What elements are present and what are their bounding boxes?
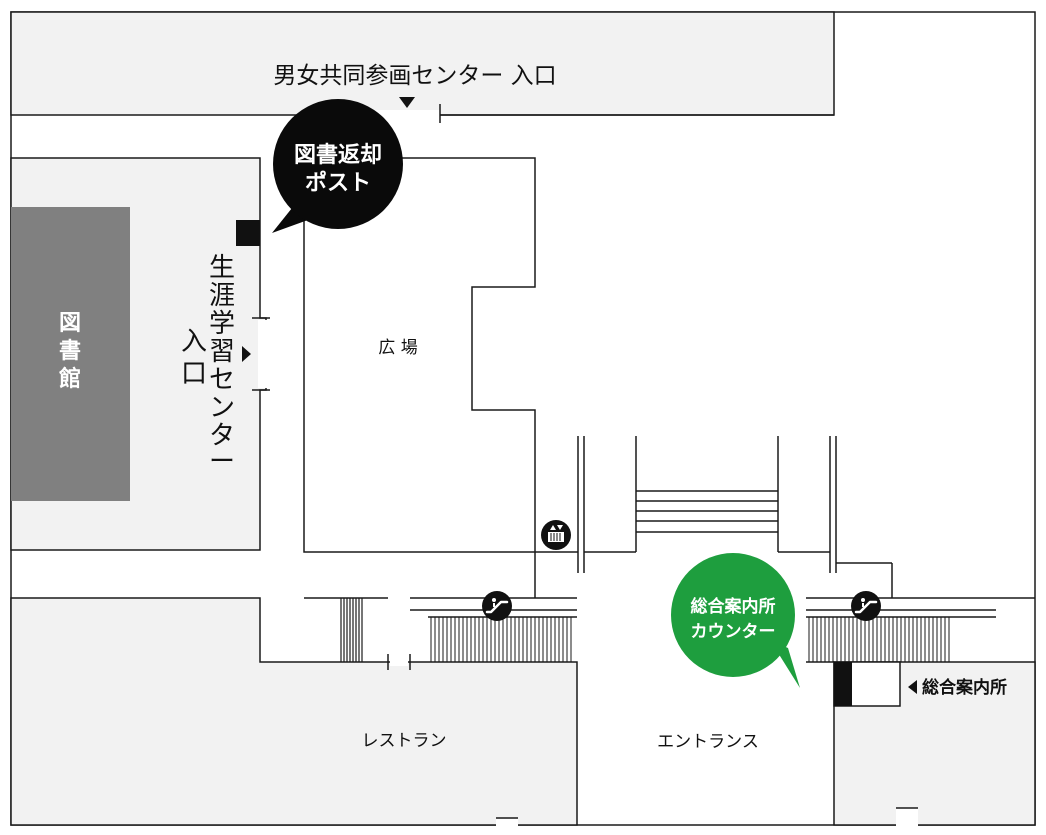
gender-center-building xyxy=(10,11,835,116)
escalator-icon-right xyxy=(851,591,881,621)
plaza-area xyxy=(303,157,536,553)
svg-text:習: 習 xyxy=(209,337,235,367)
svg-text:ポスト: ポスト xyxy=(305,170,371,196)
svg-text:口: 口 xyxy=(181,359,207,389)
plaza-label: 広 場 xyxy=(378,338,417,358)
info-counter-bubble: 総合案内所 カウンター xyxy=(671,553,800,688)
svg-text:タ: タ xyxy=(209,421,235,451)
svg-text:学: 学 xyxy=(209,309,235,339)
library-label-2: 書 xyxy=(59,338,81,364)
svg-text:カウンター: カウンター xyxy=(691,622,776,642)
svg-text:涯: 涯 xyxy=(209,281,235,311)
library-label-1: 図 xyxy=(59,311,81,336)
left-stairs xyxy=(340,598,363,662)
svg-text:総合案内所: 総合案内所 xyxy=(691,596,776,617)
entrance-label: エントランス xyxy=(657,732,759,752)
escalator-icon xyxy=(482,591,512,621)
info-desk-marker xyxy=(834,662,852,706)
svg-text:生: 生 xyxy=(209,253,235,283)
book-return-post-box xyxy=(236,220,260,246)
svg-text:入: 入 xyxy=(181,327,207,357)
info-desk-arrow xyxy=(908,680,917,694)
book-return-bubble: 図書返却 ポスト xyxy=(272,99,403,233)
lifelong-entrance-gap xyxy=(258,320,268,388)
svg-text:ー: ー xyxy=(209,447,235,477)
library-label-3: 館 xyxy=(59,366,81,392)
svg-text:図書返却: 図書返却 xyxy=(294,142,382,168)
lifelong-entrance-arrow xyxy=(242,346,251,362)
restaurant-building xyxy=(10,597,578,826)
svg-text:セ: セ xyxy=(209,365,235,395)
lifelong-center-label: 生 涯 学 習 セ ン タ ー 入 口 xyxy=(181,253,235,477)
restaurant-label: レストラン xyxy=(362,731,447,751)
gender-center-door-gap xyxy=(372,110,440,118)
left-escalator-steps xyxy=(430,617,572,662)
gender-center-entrance-label: 男女共同参画センター 入口 xyxy=(273,63,556,89)
library-block xyxy=(11,207,130,501)
central-stairs xyxy=(636,490,778,533)
elevator-icon xyxy=(541,520,571,550)
svg-text:ン: ン xyxy=(209,393,235,423)
right-escalator-steps xyxy=(808,617,950,662)
info-desk-label: 総合案内所 xyxy=(922,677,1007,698)
gender-center-entrance-arrow xyxy=(399,97,415,108)
